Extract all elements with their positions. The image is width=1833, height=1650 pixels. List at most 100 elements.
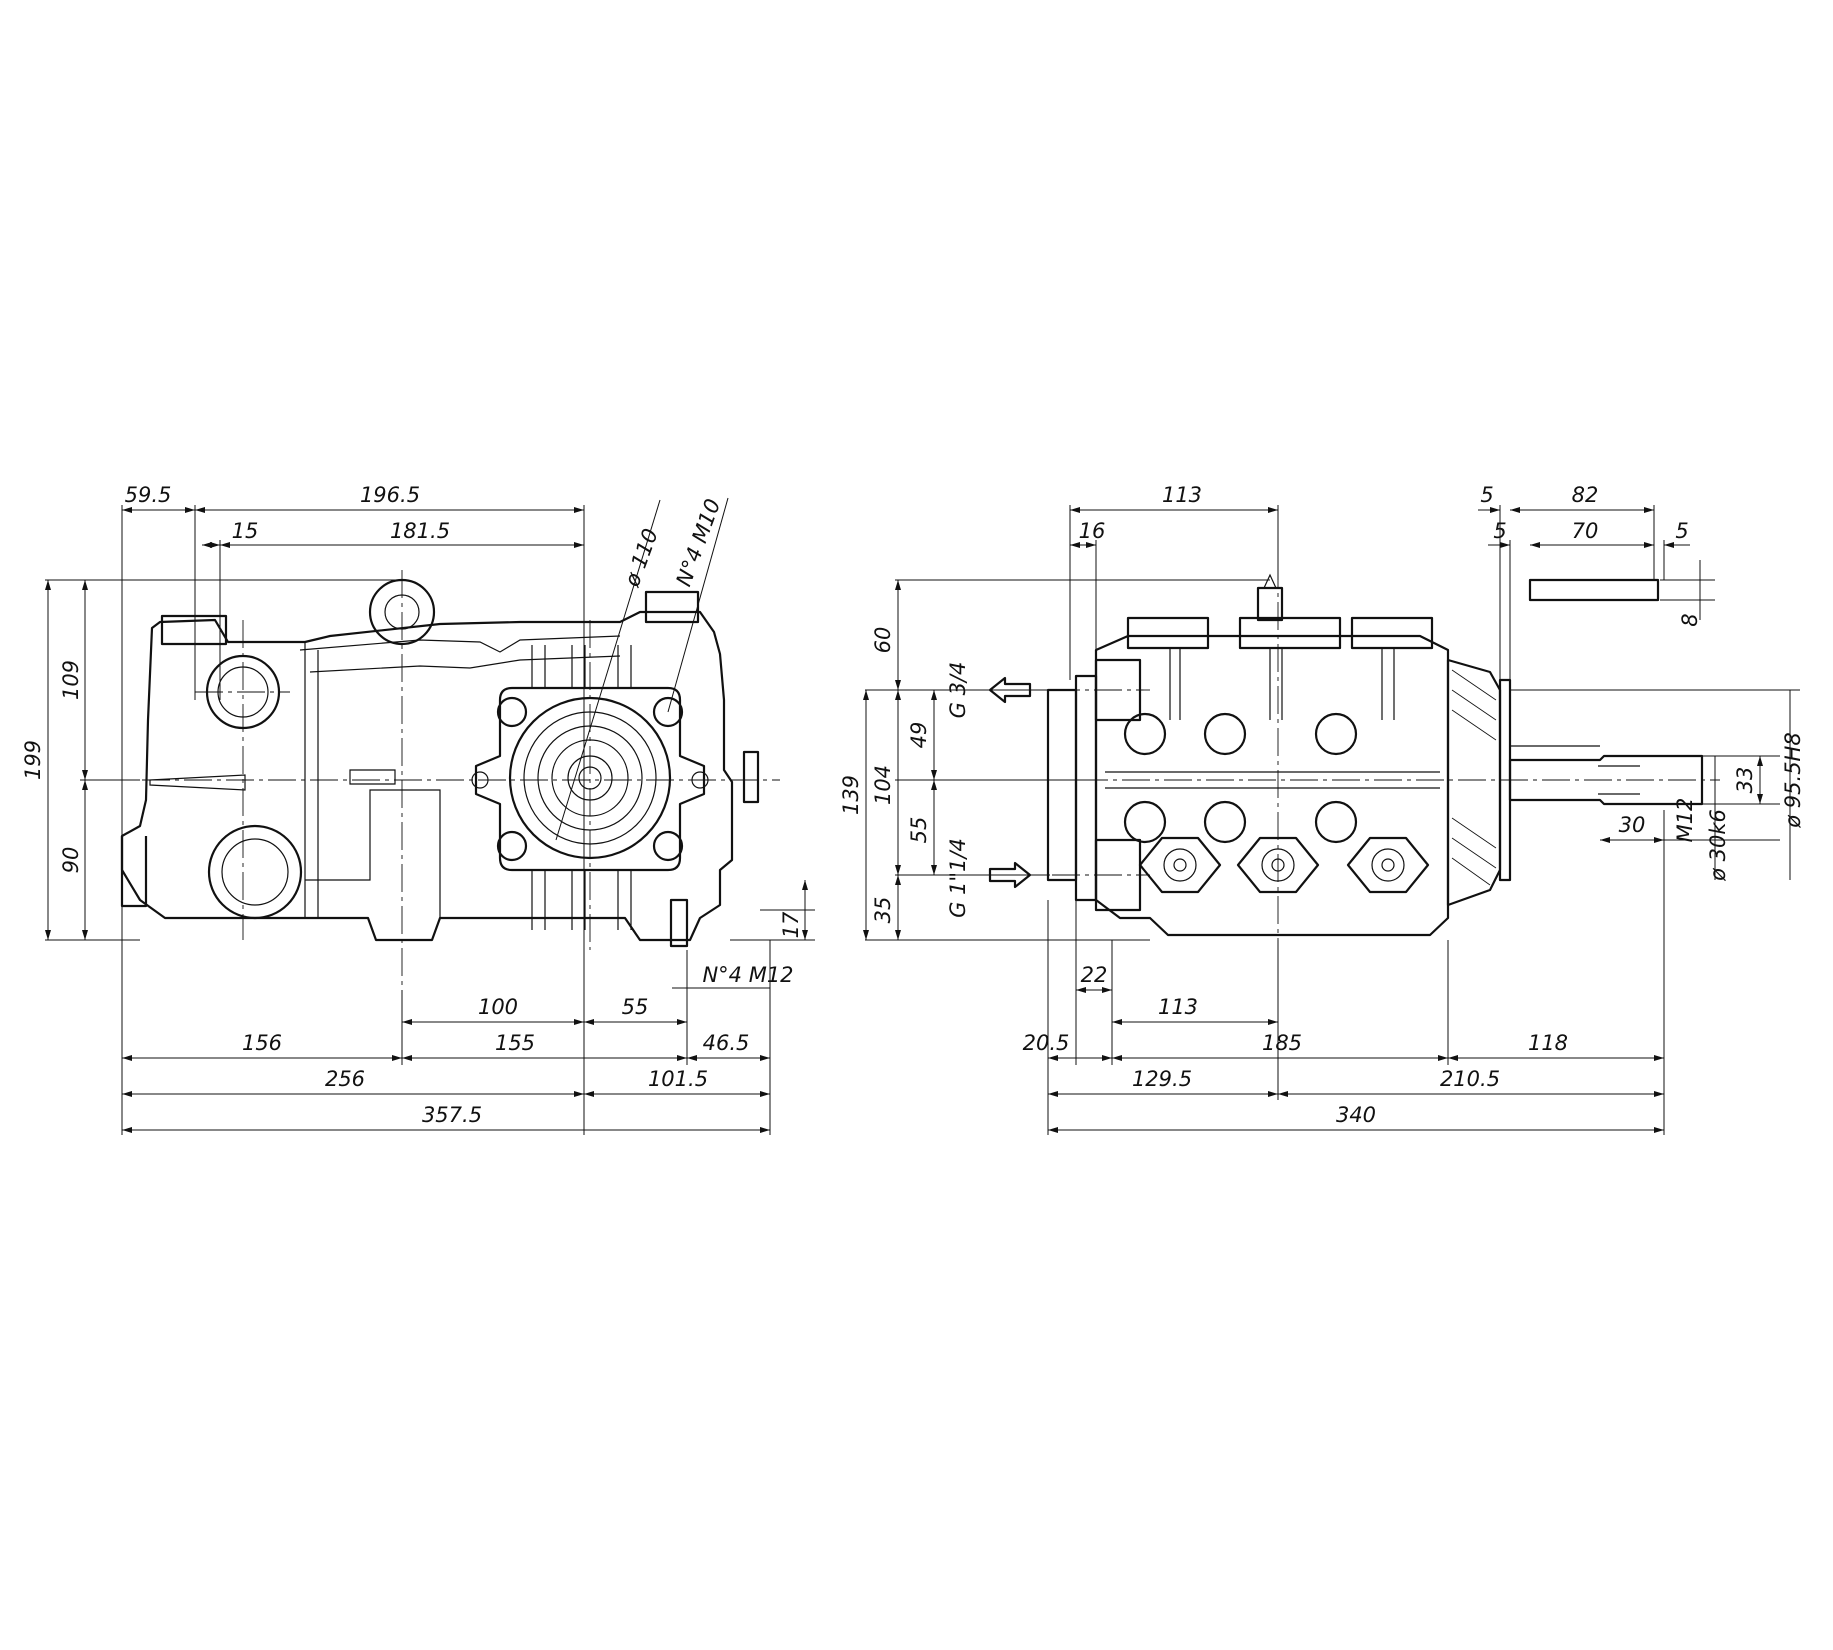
leader-flange-dia [555, 499, 661, 841]
note-inlet: G 1"1/4 [946, 838, 970, 918]
manifold-vent [1256, 586, 1284, 622]
dim-55: 55 [622, 995, 649, 1019]
dim-256: 256 [325, 1067, 365, 1091]
dim-f-129-5: 129.5 [1132, 1067, 1192, 1091]
dim-f-16: 16 [1079, 519, 1106, 543]
piston-channel [149, 774, 246, 791]
dim-46-5: 46.5 [703, 1031, 750, 1055]
body-lower-step [305, 789, 441, 918]
side-view [100, 497, 780, 1030]
dim-f-20-5: 20.5 [1023, 1031, 1070, 1055]
side-rod [349, 769, 396, 785]
dim-90: 90 [59, 847, 83, 874]
note-flange-dia: ø 110 [620, 525, 663, 590]
note-shaft-dia: ø 30k6 [1706, 809, 1730, 882]
flange-bolt-tr [652, 696, 684, 728]
dim-100: 100 [478, 995, 518, 1019]
hex-plug-1-core [1173, 858, 1187, 872]
front-view-dimensions [863, 507, 1791, 1133]
dim-f-113-top: 113 [1162, 483, 1202, 507]
top-plug-left [160, 614, 228, 646]
inlet-port-inner [221, 838, 289, 906]
dim-f-55: 55 [907, 817, 931, 844]
dim-f-139: 139 [839, 775, 863, 815]
flange-ribs-top [531, 645, 632, 688]
valve-upper-1 [1123, 712, 1167, 756]
manifold-outline [1094, 634, 1450, 937]
note-shaft-thread: M12 [1673, 798, 1697, 843]
shaft-thread [1598, 765, 1640, 795]
dim-f-22: 22 [1081, 963, 1108, 987]
dim-59-5: 59.5 [125, 483, 172, 507]
dim-f-210-5: 210.5 [1440, 1067, 1500, 1091]
dim-199: 199 [21, 740, 45, 780]
valve-fins [1169, 648, 1395, 720]
dim-f-5b: 5 [1493, 519, 1506, 543]
dim-156: 156 [242, 1031, 282, 1055]
hex-plug-1-ring [1163, 848, 1197, 882]
dim-f-60: 60 [871, 627, 895, 654]
top-plug-right [644, 590, 700, 624]
dim-f-49: 49 [907, 722, 931, 749]
manifold-plug-1 [1126, 616, 1210, 650]
shaft-key-top [1528, 578, 1660, 602]
dim-f-35: 35 [871, 897, 895, 924]
hex-plug-3-ring [1371, 848, 1405, 882]
pump-body-outline [120, 610, 734, 942]
shaft-key [1509, 745, 1600, 760]
dim-15: 15 [232, 519, 259, 543]
leader-flange-bolts [667, 497, 729, 713]
shaft-cap [742, 750, 760, 804]
flange-bolt-bl [496, 830, 528, 862]
flange-bolt-tl [496, 696, 528, 728]
left-flange-outer [1046, 688, 1078, 882]
dim-196-5: 196.5 [360, 483, 420, 507]
front-view-dimension-text: 113 16 5 82 5 70 5 8 60 139 49 104 55 35… [839, 483, 1805, 1127]
manifold-plug-3 [1350, 616, 1434, 650]
flange-bolt-br [652, 830, 684, 862]
dim-f-118: 118 [1528, 1031, 1568, 1055]
dim-f-30: 30 [1619, 813, 1646, 837]
dim-109: 109 [59, 660, 83, 700]
dim-17: 17 [779, 911, 803, 938]
rear-flange [474, 686, 706, 872]
valve-lower-1 [1123, 800, 1167, 844]
crank-housing [1446, 658, 1502, 907]
valve-upper-3 [1314, 712, 1358, 756]
note-foot-bolts: N°4 M12 [702, 963, 793, 987]
dim-f-113-bot: 113 [1158, 995, 1198, 1019]
dim-f-8: 8 [1678, 613, 1702, 626]
dim-155: 155 [495, 1031, 535, 1055]
valve-lower-2 [1203, 800, 1247, 844]
foot-bolt [669, 898, 689, 948]
front-view-extension-lines [865, 505, 1800, 1135]
crank-housing-hatch [1451, 669, 1497, 886]
note-outlet: G 3/4 [946, 662, 970, 719]
plunger-channel [1105, 771, 1440, 789]
manifold-plug-2 [1238, 616, 1342, 650]
hex-plug-3-core [1381, 858, 1395, 872]
inlet-port [207, 824, 303, 920]
dim-357-5: 357.5 [422, 1103, 482, 1127]
valve-lower-3 [1314, 800, 1358, 844]
dim-101-5: 101.5 [648, 1067, 708, 1091]
left-flange [1074, 674, 1098, 902]
vent-tip [1263, 573, 1277, 589]
crankcase-rib-2 [309, 655, 621, 673]
dim-f-5a: 5 [1480, 483, 1493, 507]
side-view-dimensions [45, 507, 808, 1133]
dim-f-185: 185 [1262, 1031, 1302, 1055]
dim-f-340: 340 [1336, 1103, 1376, 1127]
dim-181-5: 181.5 [390, 519, 450, 543]
flange-ribs-bottom [531, 870, 632, 930]
dim-f-5c: 5 [1675, 519, 1688, 543]
flow-arrows [988, 676, 1032, 889]
hex-plug-3 [1346, 836, 1430, 894]
dim-f-82: 82 [1572, 483, 1599, 507]
hex-plug-2 [1236, 836, 1320, 894]
dim-f-33: 33 [1733, 767, 1757, 794]
dim-f-104: 104 [871, 765, 895, 805]
inlet-flange [120, 836, 148, 908]
valve-upper-2 [1203, 712, 1247, 756]
